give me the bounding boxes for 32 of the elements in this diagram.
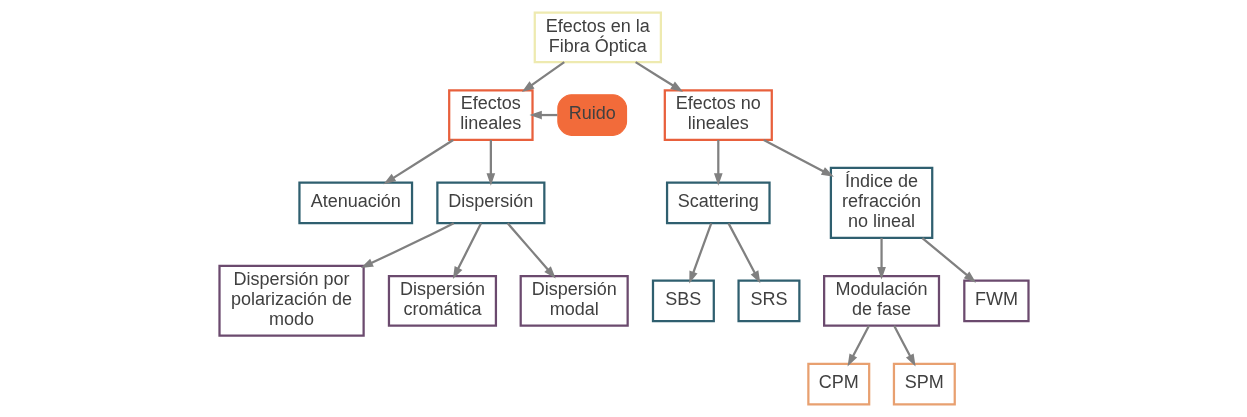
node-box: Atenuación bbox=[297, 181, 413, 225]
node-box: CPM bbox=[806, 362, 870, 406]
node-box: Dispersión por polarización de modo bbox=[217, 264, 365, 337]
arrow bbox=[727, 222, 760, 284]
node-box: Efectos no lineales bbox=[663, 89, 773, 141]
node-box: Ruido bbox=[556, 94, 627, 136]
node-box: Índice de refracción no lineal bbox=[829, 166, 933, 239]
arrow bbox=[521, 61, 565, 93]
arrow bbox=[892, 325, 916, 367]
arrow bbox=[713, 140, 723, 186]
arrow bbox=[876, 238, 886, 280]
node-box: Efectos lineales bbox=[447, 89, 534, 141]
arrow bbox=[762, 139, 834, 177]
node-box: FWM bbox=[962, 279, 1030, 323]
node-box: Modulación de fase bbox=[822, 274, 940, 327]
node-box: Efectos en la Fibra Óptica bbox=[533, 11, 662, 64]
node-box: Dispersión bbox=[435, 181, 545, 225]
node-box: Scattering bbox=[665, 181, 771, 225]
node-box: Dispersión cromática bbox=[387, 274, 497, 327]
arrow bbox=[506, 222, 556, 279]
node-box: SRS bbox=[736, 279, 800, 323]
node-box: Dispersión modal bbox=[519, 274, 629, 327]
node-box: SBS bbox=[651, 279, 715, 323]
arrow bbox=[688, 222, 712, 284]
arrow bbox=[847, 325, 870, 367]
arrow bbox=[486, 140, 495, 186]
arrow bbox=[360, 222, 454, 268]
node-box: SPM bbox=[892, 362, 956, 406]
arrow bbox=[921, 237, 976, 283]
arrow bbox=[452, 222, 482, 279]
arrow bbox=[634, 61, 683, 92]
arrow bbox=[383, 139, 454, 185]
